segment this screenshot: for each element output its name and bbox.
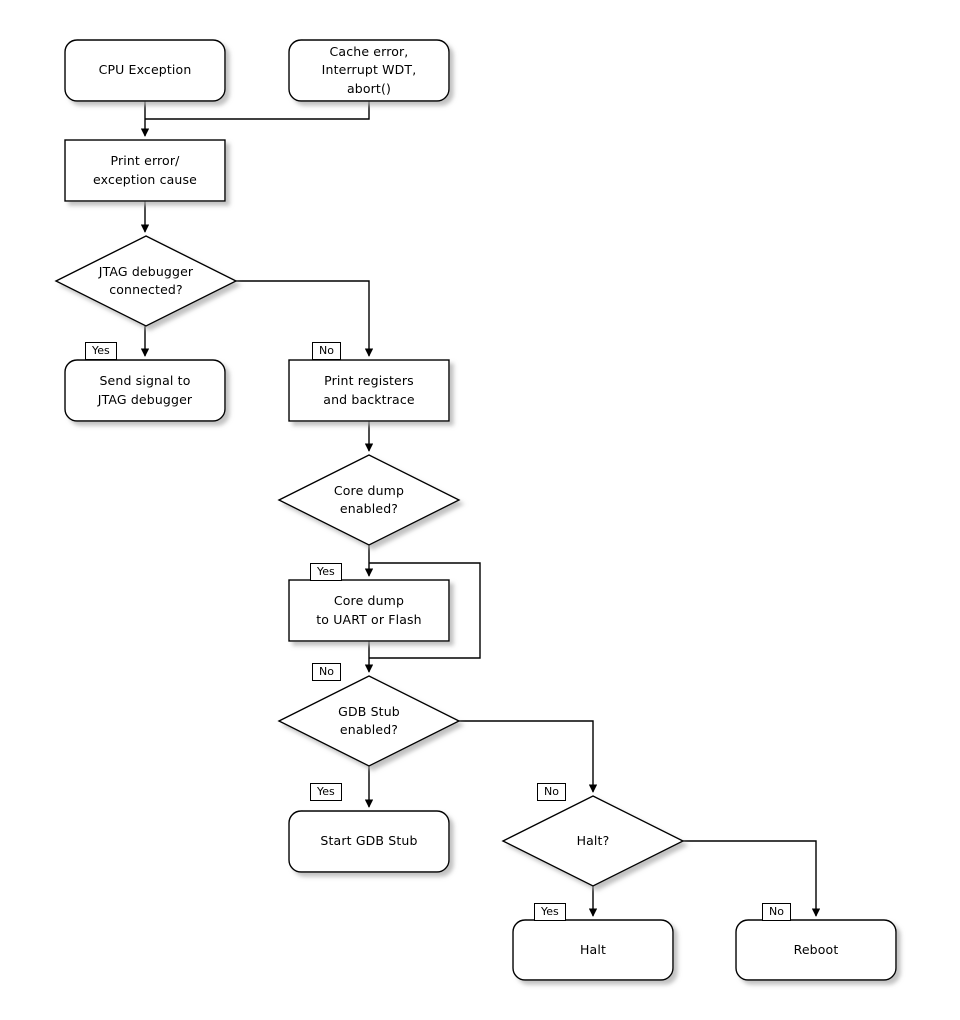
edge-jtag-no (236, 280, 374, 357)
node-gdb-stub-enabled (277, 675, 461, 767)
edge-label-jtag-no: No (312, 342, 341, 360)
node-reboot (735, 919, 897, 981)
edge-label-gdb-stub-yes: Yes (310, 783, 342, 801)
node-print-error (64, 139, 226, 202)
node-core-dump-enabled (277, 454, 461, 546)
edge-label-halt-no: No (762, 903, 791, 921)
edge-core-no-bypass (369, 562, 481, 659)
edge-label-core-dump-no: No (312, 663, 341, 681)
node-jtag-connected (54, 235, 238, 327)
edge-gdb-no (459, 720, 598, 793)
edge-label-gdb-stub-no: No (537, 783, 566, 801)
node-halt-question (501, 795, 685, 887)
edge-cache-to-print (145, 101, 370, 120)
edge-label-jtag-yes: Yes (85, 342, 117, 360)
node-print-registers (288, 359, 450, 422)
edge-label-core-dump-yes: Yes (310, 563, 342, 581)
node-start-gdb-stub (288, 810, 450, 873)
node-cache-error (288, 39, 450, 102)
node-core-dump-write (288, 579, 450, 642)
node-cpu-exception (64, 39, 226, 102)
node-halt (512, 919, 674, 981)
edge-label-halt-yes: Yes (534, 903, 566, 921)
edge-halt-no (683, 840, 821, 917)
node-send-signal (64, 359, 226, 422)
